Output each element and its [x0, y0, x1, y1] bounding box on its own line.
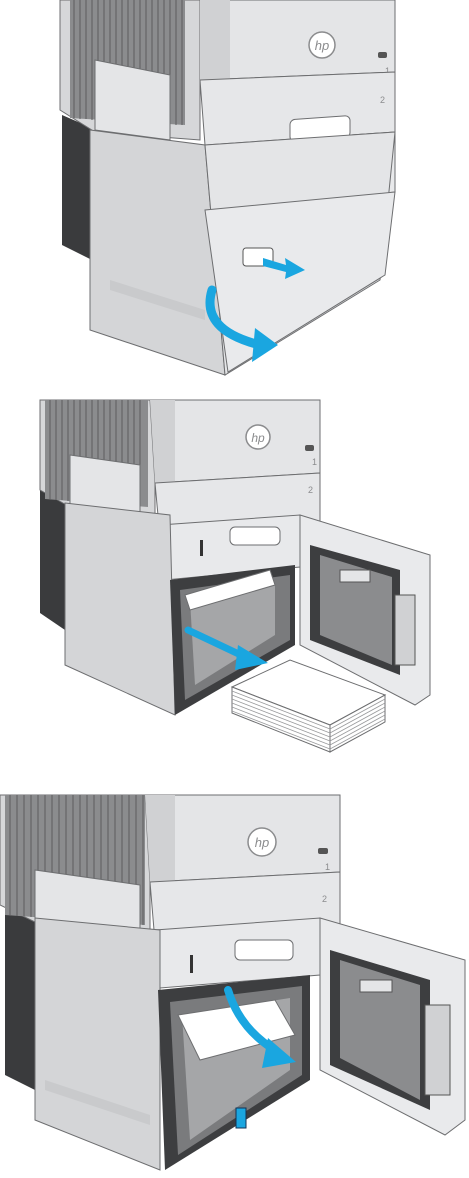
feeder-side	[35, 918, 160, 1170]
vent-grille	[70, 0, 185, 140]
svg-text:hp: hp	[315, 38, 329, 53]
tray-2-label: 2	[322, 894, 327, 904]
tray-1-indicator	[305, 445, 314, 451]
svg-text:hp: hp	[251, 431, 265, 445]
feeder-side	[90, 130, 225, 375]
tray-1-label: 1	[325, 862, 330, 872]
illustration-step-3: hp 1 2	[0, 790, 469, 1173]
paper-guide-lever	[236, 1108, 246, 1128]
printer-side-panel	[62, 115, 92, 260]
tray-2-label: 2	[308, 485, 313, 495]
tray-1-label: 1	[312, 457, 317, 467]
tray-2-label: 2	[380, 95, 385, 105]
tray-1-indicator	[318, 848, 328, 854]
tray-3-handle	[235, 940, 293, 960]
printer-remove-jam-image: hp 1 2	[0, 790, 469, 1173]
tray-3-handle	[230, 527, 280, 545]
printer-side-panel	[40, 490, 65, 630]
hp-logo: hp	[248, 828, 276, 856]
illustration-step-1: hp 1 2	[0, 0, 469, 380]
tray-1-indicator	[378, 52, 387, 58]
svg-text:hp: hp	[255, 835, 269, 850]
illustration-step-2: hp 1 2	[0, 395, 469, 755]
hp-logo: hp	[309, 32, 335, 58]
hp-logo: hp	[246, 425, 270, 449]
feeder-door	[205, 192, 395, 372]
vent-grille	[45, 400, 148, 515]
printer-closed-door-image: hp 1 2	[0, 0, 469, 380]
feeder-side	[65, 503, 175, 715]
vent-grille	[5, 795, 145, 930]
printer-side-panel	[5, 905, 35, 1090]
printer-open-door-image: hp 1 2	[0, 395, 469, 755]
